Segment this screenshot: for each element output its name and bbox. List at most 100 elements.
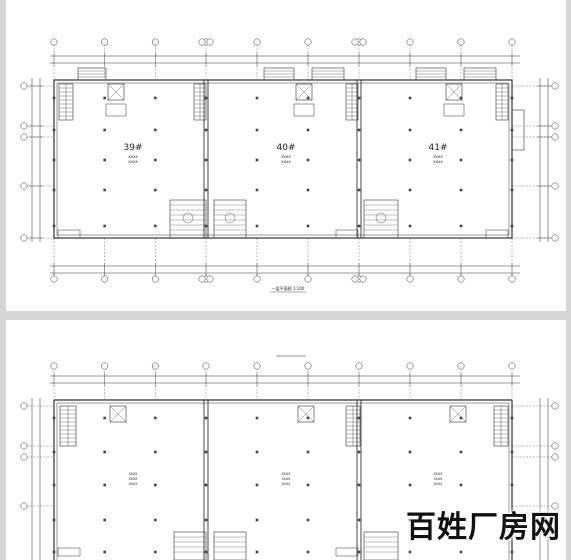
column-mark xyxy=(204,188,208,192)
column-mark xyxy=(255,128,259,132)
axis-bubble-bottom xyxy=(359,275,367,283)
watermark-logo: 百姓厂房网 xyxy=(406,510,561,545)
column-mark xyxy=(306,483,310,487)
unit-note-text: XXXX xyxy=(434,482,444,486)
column-mark xyxy=(52,550,56,554)
column-mark xyxy=(255,483,259,487)
rear-stair-core xyxy=(169,199,207,239)
axis-bubble-top xyxy=(406,38,414,46)
column-mark xyxy=(357,224,361,228)
axis-bubble-top xyxy=(351,38,359,46)
column-mark xyxy=(154,224,157,228)
column-mark xyxy=(306,188,310,192)
axis-bubble-top xyxy=(101,362,109,370)
unit-area-text: XXXX xyxy=(128,155,138,159)
column-mark xyxy=(357,483,361,487)
axis-bubble-top xyxy=(202,362,210,370)
column-mark xyxy=(306,224,310,228)
axis-bubble-bottom xyxy=(206,275,214,283)
axis-bubble-left xyxy=(20,502,28,510)
column-mark xyxy=(52,416,56,420)
column-mark xyxy=(204,416,208,420)
axis-bubble-left xyxy=(20,133,28,141)
elevator-cross xyxy=(297,405,315,423)
column-mark xyxy=(510,518,514,522)
rear-stair-core xyxy=(363,531,399,560)
axis-bubble-top xyxy=(50,362,58,370)
side-annex xyxy=(511,109,525,151)
column-mark xyxy=(408,416,412,420)
column-mark xyxy=(204,483,208,487)
axis-bubble-bottom xyxy=(253,275,261,283)
plan-caption: 一层平面图 1:100 xyxy=(272,285,305,291)
axis-bubble-bottom xyxy=(304,275,312,283)
column-mark xyxy=(103,128,106,132)
axis-bubble-left xyxy=(20,402,28,410)
column-mark xyxy=(357,450,361,454)
rear-stair-core xyxy=(173,531,207,560)
rear-stair-core xyxy=(213,199,247,239)
column-mark xyxy=(52,224,56,228)
column-mark xyxy=(306,518,310,522)
elevator-cross xyxy=(295,83,313,101)
column-mark xyxy=(357,96,361,100)
axis-bubble-right xyxy=(551,402,559,410)
column-mark xyxy=(357,188,361,192)
axis-bubble-top xyxy=(406,362,414,370)
column-mark xyxy=(459,483,463,487)
column-mark xyxy=(103,416,106,420)
column-mark xyxy=(408,450,412,454)
column-mark xyxy=(459,450,463,454)
column-mark xyxy=(306,96,310,100)
elevator-shaft xyxy=(449,405,467,423)
unit-label-39: 39# xyxy=(124,143,143,153)
axis-bubble-right xyxy=(551,502,559,510)
column-mark xyxy=(510,96,514,100)
axis-bubble-right xyxy=(551,82,559,90)
elevator-cross xyxy=(449,405,467,423)
unit-area-text: XXXX xyxy=(281,160,291,164)
axis-bubble-top xyxy=(151,38,159,46)
axis-bubble-top xyxy=(359,38,367,46)
column-mark xyxy=(103,96,106,100)
column-mark xyxy=(510,550,514,554)
axis-bubble-top xyxy=(253,362,261,370)
axis-bubble-right xyxy=(551,122,559,130)
unit-note-text: XXXX xyxy=(129,482,139,486)
column-mark xyxy=(154,188,157,192)
column-mark xyxy=(255,550,259,554)
column-mark xyxy=(204,128,208,132)
column-mark xyxy=(459,96,463,100)
unit-note-text: XXXX xyxy=(434,477,444,481)
elevator-cross xyxy=(445,83,463,101)
axis-bubble-right xyxy=(551,442,559,450)
column-mark xyxy=(510,224,514,228)
column-mark xyxy=(357,416,361,420)
column-mark xyxy=(103,483,106,487)
elevator-cross xyxy=(107,83,125,101)
axis-bubble-bottom xyxy=(508,275,516,283)
column-mark xyxy=(52,450,56,454)
axis-bubble-top xyxy=(50,38,58,46)
column-mark xyxy=(204,96,208,100)
label-box xyxy=(57,547,81,557)
unit-area-text: XXXX xyxy=(433,155,443,159)
axis-bubble-top xyxy=(508,38,516,46)
axis-bubble-top xyxy=(206,38,214,46)
column-mark xyxy=(408,550,412,554)
axis-bubble-left xyxy=(20,234,28,242)
axis-bubble-top xyxy=(253,38,261,46)
column-mark xyxy=(357,550,361,554)
unit-note-text: XXXX xyxy=(282,472,292,476)
label-box xyxy=(335,547,359,557)
axis-bubble-left xyxy=(20,82,28,90)
axis-bubble-bottom xyxy=(151,275,159,283)
stair-well xyxy=(375,212,387,224)
column-mark xyxy=(306,128,310,132)
unit-area-text: XXXX xyxy=(433,160,443,164)
axis-bubble-bottom xyxy=(457,275,465,283)
column-mark xyxy=(204,550,208,554)
